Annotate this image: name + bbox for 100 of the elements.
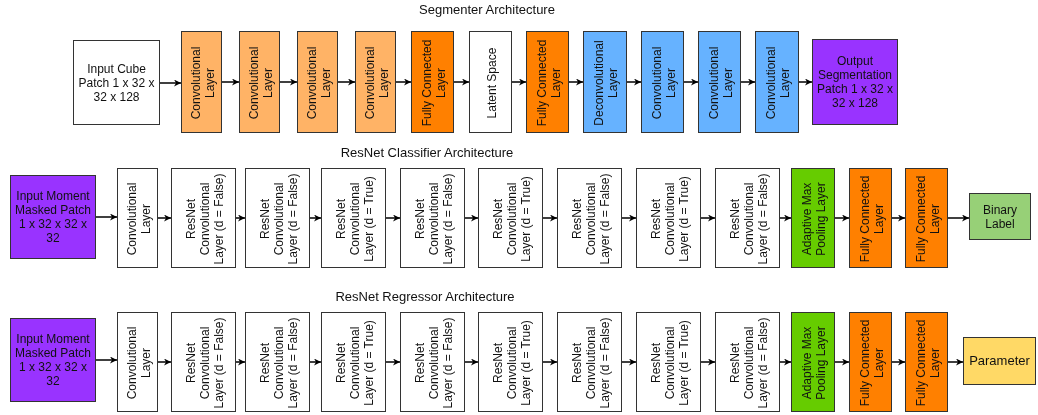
layer-label: Fully Connected Layer <box>913 318 942 409</box>
layer-label: ResNet Convolutional Layer (d = True) <box>490 319 533 408</box>
layer-label: Convolutional Layer <box>764 45 792 122</box>
layer-box <box>171 168 236 268</box>
arrow <box>385 214 401 222</box>
layer-label: Input Moment Masked Patch 1 x 32 x 32 x 32 <box>13 332 92 388</box>
layer-label: Convolutional Layer <box>706 45 735 122</box>
layer-label: ResNet Convolutional Layer (d = True) <box>648 319 691 408</box>
arrow <box>700 358 716 366</box>
layer-label: Fully Connected Layer <box>913 174 942 265</box>
layer-label: Convolutional Layer <box>188 45 217 122</box>
layer-label: Fully Connected Layer <box>419 38 448 129</box>
layer-box <box>297 31 338 133</box>
layer-label: Convolutional Layer <box>124 181 153 258</box>
layer-box <box>791 312 835 412</box>
layer-label: Fully Connected Layer <box>857 174 886 265</box>
layer-box <box>400 168 465 268</box>
arrow <box>947 358 964 366</box>
layer-label: ResNet Convolutional Layer (d = False) <box>569 172 612 266</box>
arrow <box>683 78 699 86</box>
arrow <box>95 213 118 221</box>
layer-label: ResNet Convolutional Layer (d = True) <box>333 175 376 264</box>
layer-label: ResNet Convolutional Layer (d = False) <box>412 172 455 266</box>
arrow <box>279 78 298 86</box>
layer-box <box>245 168 310 268</box>
layer-box <box>641 31 684 133</box>
layer-label: Deconvolutional Layer <box>592 39 620 128</box>
layer-box <box>478 312 543 412</box>
arrow <box>159 79 182 87</box>
arrow <box>453 78 470 86</box>
layer-label: Parameter <box>968 354 1031 368</box>
layer-box <box>905 168 948 268</box>
section-heading: ResNet Regressor Architecture <box>335 289 515 304</box>
output-box <box>969 193 1031 240</box>
layer-box <box>791 168 835 268</box>
arrow <box>779 358 792 366</box>
arrow <box>621 358 637 366</box>
layer-label: Adaptive Max Pooling Layer <box>800 325 828 402</box>
arrow <box>542 358 558 366</box>
layer-label: Input Moment Masked Patch 1 x 32 x 32 x 32 <box>13 189 92 245</box>
layer-label: ResNet Convolutional Layer (d = False) <box>412 316 455 410</box>
arrow <box>834 358 850 366</box>
arrow <box>157 214 172 222</box>
input-box <box>10 318 96 402</box>
layer-label: ResNet Convolutional Layer (d = True) <box>490 175 533 264</box>
layer-box <box>411 31 454 133</box>
input-box <box>10 175 96 259</box>
layer-label: Convolutional Layer <box>304 45 333 122</box>
layer-box <box>849 168 892 268</box>
layer-label: ResNet Convolutional Layer (d = False) <box>257 172 300 266</box>
layer-box <box>321 312 386 412</box>
layer-box <box>239 31 280 133</box>
section-heading: ResNet Classifier Architecture <box>340 145 514 160</box>
input-box <box>73 40 160 125</box>
arrow <box>891 214 906 222</box>
layer-label: Convolutional Layer <box>124 325 153 402</box>
layer-box <box>478 168 543 268</box>
layer-label: Binary Label <box>982 202 1018 231</box>
arrow <box>385 358 401 366</box>
arrow <box>891 358 906 366</box>
layer-label: Adaptive Max Pooling Layer <box>800 181 828 258</box>
arrow <box>95 356 118 364</box>
layer-label: ResNet Convolutional Layer (d = False) <box>183 172 226 266</box>
arrow <box>337 78 356 86</box>
layer-box <box>355 31 396 133</box>
arrow <box>542 214 558 222</box>
layer-label: Latent Space <box>484 46 499 121</box>
layer-label: ResNet Convolutional Layer (d = True) <box>648 175 691 264</box>
arrow <box>798 78 813 86</box>
arrow <box>834 214 850 222</box>
layer-label: Convolutional Layer <box>649 45 678 122</box>
layer-box <box>849 312 892 412</box>
layer-box <box>715 312 780 412</box>
output-box <box>812 39 898 125</box>
layer-box <box>715 168 780 268</box>
arrow <box>309 358 322 366</box>
layer-box <box>117 312 158 412</box>
arrow <box>740 78 756 86</box>
layer-box <box>636 312 701 412</box>
layer-box <box>171 312 236 412</box>
layer-box <box>698 31 741 133</box>
arrow <box>568 78 584 86</box>
layer-box <box>755 31 799 133</box>
layer-box <box>469 31 512 133</box>
layer-label: Fully Connected Layer <box>857 318 886 409</box>
layer-box <box>557 312 622 412</box>
arrow <box>947 214 970 222</box>
arrow <box>221 78 240 86</box>
arrow <box>511 78 527 86</box>
layer-label: Input Cube Patch 1 x 32 x 32 x 128 <box>77 61 156 104</box>
arrow <box>235 214 246 222</box>
layer-label: ResNet Convolutional Layer (d = False) <box>727 316 770 410</box>
layer-label: ResNet Convolutional Layer (d = False) <box>257 316 300 410</box>
layer-label: ResNet Convolutional Layer (d = True) <box>333 319 376 408</box>
layer-box <box>117 168 158 268</box>
arrow <box>621 214 637 222</box>
layer-box <box>583 31 627 133</box>
layer-label: ResNet Convolutional Layer (d = False) <box>727 172 770 266</box>
arrow <box>464 214 479 222</box>
arrow <box>157 358 172 366</box>
